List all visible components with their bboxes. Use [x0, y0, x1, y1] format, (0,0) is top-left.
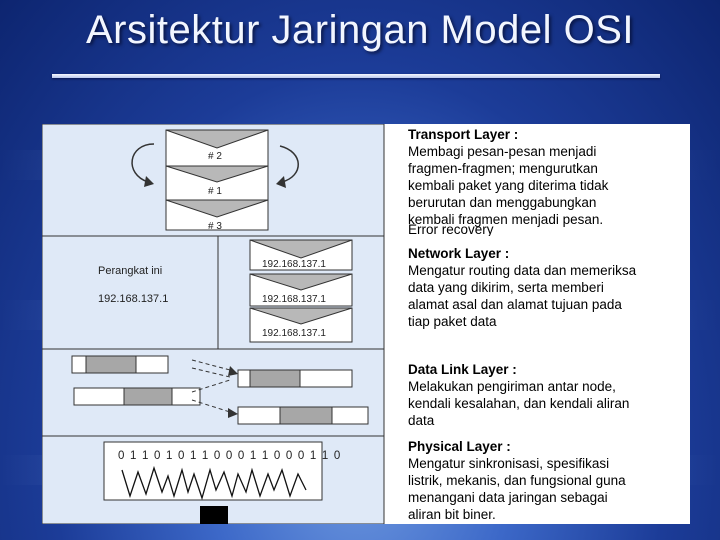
title-divider — [52, 74, 660, 78]
segment-label-1: # 2 — [208, 151, 222, 162]
transport-title: Transport Layer : — [408, 127, 518, 142]
datalink-line-2: kendali kesalahan, dan kendali aliran — [408, 396, 629, 411]
device-ip: 192.168.137.1 — [98, 293, 168, 305]
datalink-line-1: Melakukan pengiriman antar node, — [408, 379, 616, 394]
physical-line-3: menangani data jaringan sebagai — [408, 490, 608, 505]
transport-line-1: Membagi pesan-pesan menjadi — [408, 144, 596, 159]
network-line-1: Mengatur routing data dan memeriksa — [408, 263, 637, 278]
network-packet-3: 192.168.137.1 — [249, 307, 353, 343]
transport-line-2: fragmen-fragmen; mengurutkan — [408, 161, 598, 176]
reorder-arrow-left-icon — [131, 143, 155, 183]
transport-line-6: Error recovery — [408, 222, 494, 237]
transport-line-3: kembali paket yang diterima tidak — [408, 178, 609, 193]
bit-stream-box — [103, 441, 323, 501]
signal-waveform — [121, 465, 307, 501]
packet-ip-2: 192.168.137.1 — [262, 294, 326, 305]
frame-1 — [71, 355, 169, 374]
network-layer-desc: Network Layer : Mengatur routing data da… — [408, 246, 637, 329]
frame-4 — [237, 406, 369, 425]
frame-2 — [73, 387, 201, 406]
reorder-arrow-right-icon — [279, 145, 299, 183]
device-label: Perangkat ini — [98, 265, 162, 277]
network-line-2: data yang dikirim, serta memberi — [408, 280, 604, 295]
physical-connector-icon — [200, 506, 228, 524]
slide-title: Arsitektur Jaringan Model OSI — [85, 8, 635, 52]
transport-segment-2: # 1 — [165, 165, 269, 201]
physical-line-1: Mengatur sinkronisasi, spesifikasi — [408, 456, 609, 471]
transport-line-4: berurutan dan menggabungkan — [408, 195, 596, 210]
datalink-line-3: data — [408, 413, 435, 428]
packet-ip-1: 192.168.137.1 — [262, 259, 326, 270]
network-line-3: alamat asal dan alamat tujuan pada — [408, 297, 622, 312]
datalink-layer-desc: Data Link Layer : Melakukan pengiriman a… — [408, 362, 629, 428]
transport-layer-desc: Transport Layer : Membagi pesan-pesan me… — [408, 127, 609, 237]
physical-layer-desc: Physical Layer : Mengatur sinkronisasi, … — [408, 439, 626, 522]
network-packet-2: 192.168.137.1 — [249, 273, 353, 307]
network-title: Network Layer : — [408, 246, 509, 261]
frame-3 — [237, 369, 353, 388]
physical-line-4: aliran bit biner. — [408, 507, 496, 522]
osi-diagram: # 2 # 1 # 3 Perangkat ini 192.168.137.1 … — [42, 124, 690, 524]
segment-label-3: # 3 — [208, 221, 222, 232]
physical-line-2: listrik, mekanis, dan fungsional guna — [408, 473, 626, 488]
datalink-title: Data Link Layer : — [408, 362, 517, 377]
description-column — [384, 124, 690, 524]
segment-label-2: # 1 — [208, 186, 222, 197]
packet-ip-3: 192.168.137.1 — [262, 328, 326, 339]
network-line-4: tiap paket data — [408, 314, 497, 329]
physical-title: Physical Layer : — [408, 439, 511, 454]
bit-stream: 0 1 1 0 1 0 1 1 0 0 0 1 1 0 0 0 1 1 0 — [118, 450, 341, 462]
transport-segment-1: # 2 — [165, 129, 269, 167]
transport-line-5: kembali fragmen menjadi pesan. — [408, 212, 603, 227]
network-packet-1: 192.168.137.1 — [249, 239, 353, 271]
osi-diagram-panel: # 2 # 1 # 3 Perangkat ini 192.168.137.1 … — [42, 124, 690, 524]
transport-segment-3: # 3 — [165, 199, 269, 232]
